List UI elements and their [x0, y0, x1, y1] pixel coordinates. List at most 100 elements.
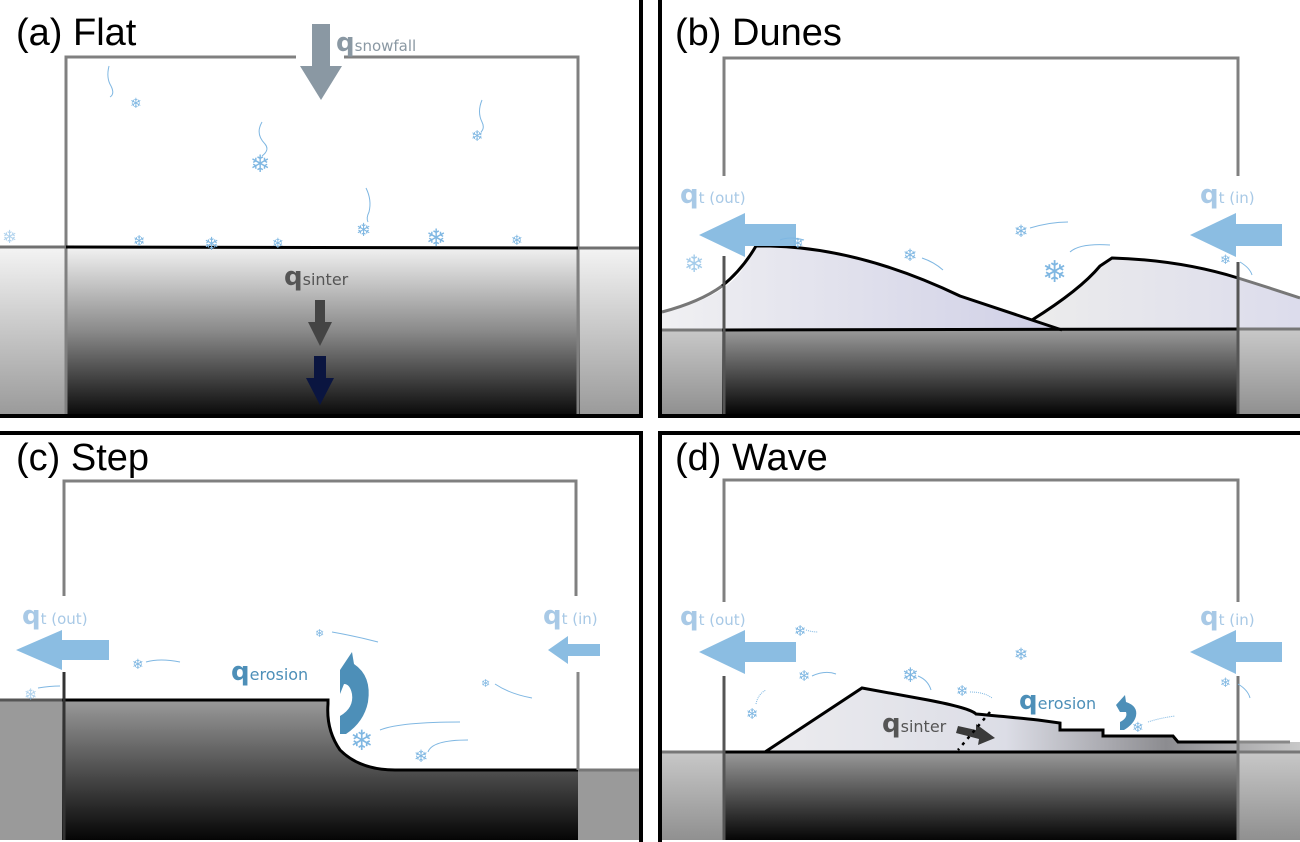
- flake-trail: [917, 675, 932, 691]
- q-sinter-label: qsinter: [882, 709, 947, 739]
- snowflakes: ❄ ❄ ❄ ❄ ❄ ❄: [24, 627, 533, 767]
- snowflake-icon: ❄: [471, 127, 484, 145]
- frame-a: [0, 0, 643, 418]
- flake-trail: [805, 629, 819, 633]
- ground-body: [722, 330, 1238, 414]
- snow-surface: [65, 245, 579, 250]
- flake-trail: [1029, 221, 1069, 229]
- transport-out-arrow-icon: [16, 630, 109, 670]
- flake-trail: [755, 689, 767, 705]
- snowflake-icon: ❄: [133, 232, 146, 250]
- dune-right: [1032, 258, 1300, 330]
- snowflake-icon: ❄: [792, 236, 804, 252]
- snowflake-icon: ❄: [250, 150, 270, 178]
- domain-box: [62, 479, 578, 596]
- q-t-in-label: qt (in): [1200, 602, 1255, 632]
- erosion-arrow-icon: [340, 652, 369, 734]
- snowflakes: ❄ ❄ ❄ ❄ ❄ ❄: [684, 221, 1253, 290]
- snowflake-icon: ❄: [1014, 222, 1028, 242]
- snowflake-icon: ❄: [1132, 720, 1144, 736]
- base-surface: [721, 327, 1239, 332]
- snowflake-icon: ❄: [798, 667, 811, 685]
- q-snowfall-label: qsnowfall: [336, 28, 416, 58]
- sinter-front-dotted-line: [957, 711, 991, 751]
- snowflake-icon: ❄: [356, 220, 371, 241]
- q-erosion-label: qerosion: [231, 657, 308, 687]
- panel-a-flat: qsnowfall qsinter ❄ ❄ ❄ ❄ ❄ ❄ ❄ ❄ ❄ ❄ (a…: [0, 12, 640, 415]
- wave-surface: [764, 686, 1238, 754]
- frame-c: [0, 431, 643, 842]
- flake-trail: [1069, 244, 1111, 253]
- snowflake-icon: ❄: [902, 663, 919, 687]
- transport-in-arrow-icon: [548, 636, 600, 664]
- panel-c-step: qt (out) qt (in) qerosion ❄ ❄ ❄ ❄ ❄ ❄ (c…: [0, 437, 640, 840]
- q-t-out-label: qt (out): [680, 180, 746, 210]
- step-surface: [62, 698, 578, 772]
- transport-in-arrow-icon: [1190, 630, 1282, 674]
- q-sinter-label: qsinter: [284, 262, 349, 292]
- flake-trail: [494, 683, 533, 699]
- snowflake-icon: ❄: [315, 627, 324, 640]
- flake-trail: [969, 691, 993, 699]
- flake-trail: [331, 631, 379, 643]
- flake-trail: [1239, 261, 1253, 276]
- snowflake-icon: ❄: [132, 657, 144, 673]
- dune-outline-ext: [661, 284, 723, 314]
- frame-d: [658, 431, 1300, 842]
- transport-out-arrow-icon: [699, 630, 796, 674]
- snowflake-icon: ❄: [794, 622, 807, 640]
- dune-outline: [721, 244, 1063, 332]
- frame-b: [658, 0, 1300, 418]
- dune-outline-ext: [1237, 276, 1300, 300]
- snowflake-icon: ❄: [956, 682, 969, 700]
- snowflake-icon: ❄: [130, 96, 142, 112]
- snowflake-icon: ❄: [414, 747, 428, 767]
- ground-body: [62, 700, 578, 840]
- domain-box: [722, 56, 1240, 176]
- flake-trail: [921, 257, 944, 271]
- transport-in-arrow-icon: [1190, 213, 1282, 257]
- panel-title: (b) Dunes: [675, 12, 842, 54]
- snowflake-icon: ❄: [350, 724, 373, 757]
- panel-d-wave: qt (out) qt (in) qerosion qsinter ❄ ❄ ❄ …: [662, 437, 1300, 840]
- snowflake-icon: ❄: [204, 234, 219, 255]
- transport-out-arrow-icon: [699, 213, 796, 257]
- flake-trail: [37, 685, 61, 689]
- q-t-in-label: qt (in): [543, 601, 598, 631]
- snowfall-arrow-icon: [300, 24, 342, 100]
- flake-trail: [1147, 715, 1176, 723]
- snowflake-icon: ❄: [481, 677, 490, 690]
- sinter-arrow-icon: [956, 724, 995, 745]
- snowflake-icon: ❄: [746, 705, 759, 723]
- snowflake-icon: ❄: [511, 233, 523, 249]
- panel-title: (a) Flat: [16, 12, 137, 54]
- snowflake-icon: ❄: [1220, 253, 1231, 268]
- snowflake-icon: ❄: [1220, 676, 1231, 691]
- snowflake-icon: ❄: [1014, 645, 1028, 665]
- snowflakes: ❄ ❄ ❄ ❄ ❄ ❄ ❄ ❄: [746, 622, 1251, 736]
- snowflake-icon: ❄: [1042, 255, 1067, 290]
- erosion-arrow-icon: [1116, 695, 1137, 730]
- flake-trail: [258, 121, 268, 157]
- flake-trail: [1237, 683, 1251, 699]
- q-t-in-label: qt (in): [1200, 180, 1255, 210]
- snowflakes: ❄ ❄ ❄ ❄ ❄ ❄ ❄ ❄ ❄ ❄: [2, 65, 523, 255]
- sinter-arrow-icon: [308, 300, 332, 346]
- snowflake-icon: ❄: [684, 250, 704, 278]
- snowflake-icon: ❄: [272, 236, 284, 252]
- flake-trail: [779, 237, 805, 241]
- snowflake-icon: ❄: [426, 224, 446, 252]
- flake-trail: [427, 739, 469, 753]
- snowflake-icon: ❄: [2, 227, 17, 248]
- flake-trail: [479, 99, 484, 133]
- q-erosion-label: qerosion: [1019, 686, 1096, 716]
- panel-b-dunes: qt (out) qt (in) ❄ ❄ ❄ ❄ ❄ ❄ (b) Dunes: [661, 12, 1300, 414]
- flake-trail: [107, 65, 114, 98]
- ground-body: [724, 752, 1238, 840]
- dune-outline: [1031, 256, 1239, 322]
- panel-title: (c) Step: [16, 437, 149, 479]
- q-t-out-label: qt (out): [22, 601, 88, 631]
- snowflake-icon: ❄: [24, 685, 37, 704]
